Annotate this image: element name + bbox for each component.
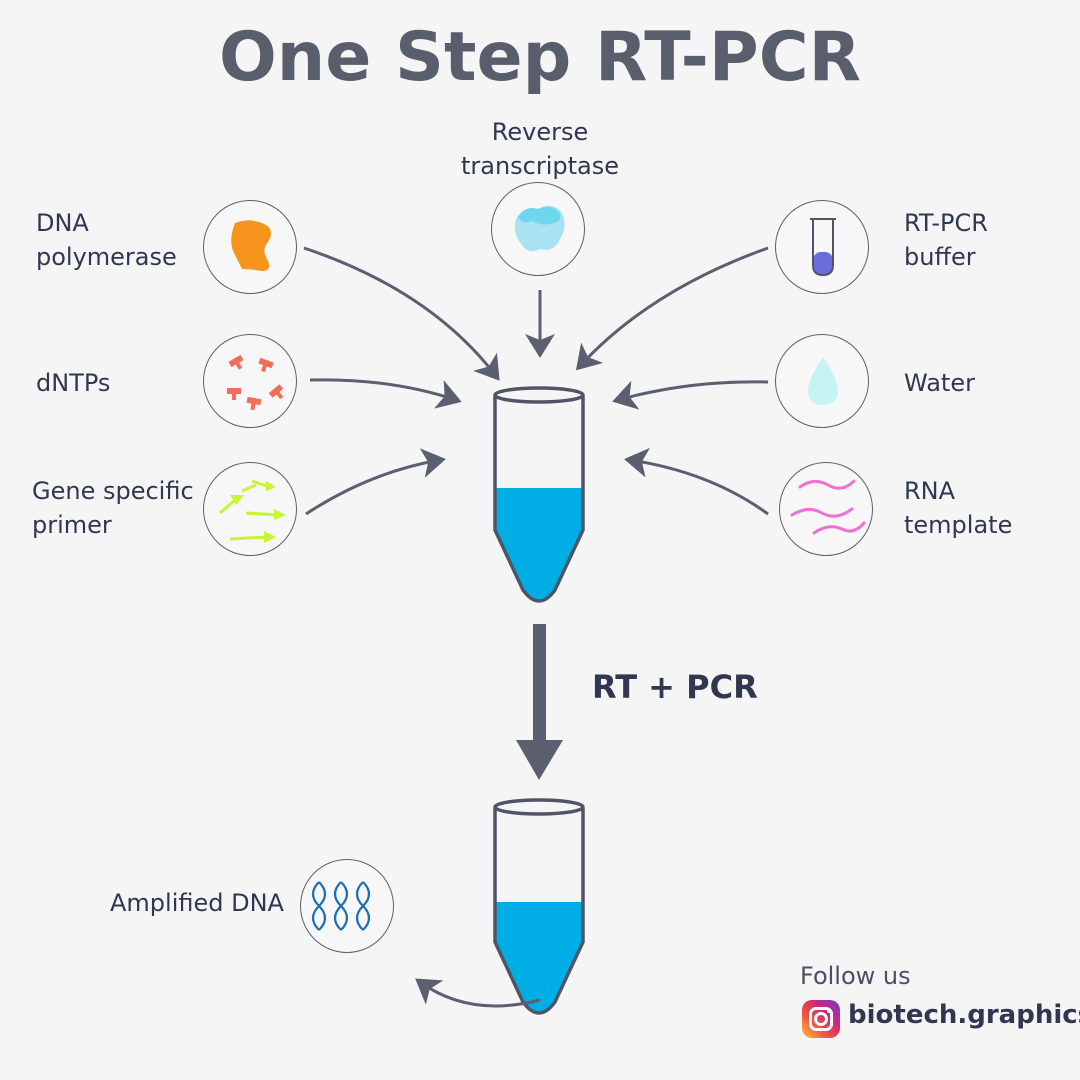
dntps-icon bbox=[203, 334, 297, 428]
primer-icon bbox=[203, 462, 297, 556]
arrow-primer bbox=[305, 448, 446, 516]
social-handle[interactable]: biotech.graphics bbox=[848, 1000, 1080, 1030]
arrow-dna-polymerase bbox=[303, 246, 500, 381]
reaction-tube bbox=[493, 386, 585, 603]
rna-strand-icon bbox=[779, 462, 873, 556]
follow-text: Follow us bbox=[800, 962, 911, 990]
label-rna-template: RNA template bbox=[904, 477, 1013, 539]
label-gene-specific-primer: Gene specific primer bbox=[32, 477, 194, 539]
arrow-output bbox=[415, 978, 541, 1008]
label-water: Water bbox=[904, 369, 975, 397]
instagram-icon[interactable] bbox=[802, 1000, 840, 1038]
process-arrow bbox=[516, 624, 563, 780]
arrow-water bbox=[612, 380, 769, 410]
label-dntps: dNTPs bbox=[36, 369, 111, 397]
label-rt-pcr-buffer: RT-PCR buffer bbox=[904, 209, 988, 271]
dna-polymerase-icon bbox=[203, 200, 297, 294]
arrow-rna bbox=[624, 447, 769, 516]
label-dna-polymerase: DNA polymerase bbox=[36, 209, 177, 271]
label-reverse-transcriptase: Reverse transcriptase bbox=[460, 118, 620, 180]
rt-pcr-buffer-icon bbox=[775, 200, 869, 294]
page-title: One Step RT-PCR bbox=[219, 18, 861, 97]
water-drop-icon bbox=[775, 334, 869, 428]
reverse-transcriptase-icon bbox=[491, 182, 585, 276]
product-label: Amplified DNA bbox=[110, 889, 284, 917]
process-label: RT + PCR bbox=[592, 668, 758, 706]
dna-helix-icon bbox=[300, 859, 394, 953]
arrow-dntps bbox=[309, 378, 462, 409]
product-tube bbox=[493, 798, 585, 1015]
arrow-rt-pcr-buffer bbox=[575, 246, 769, 371]
